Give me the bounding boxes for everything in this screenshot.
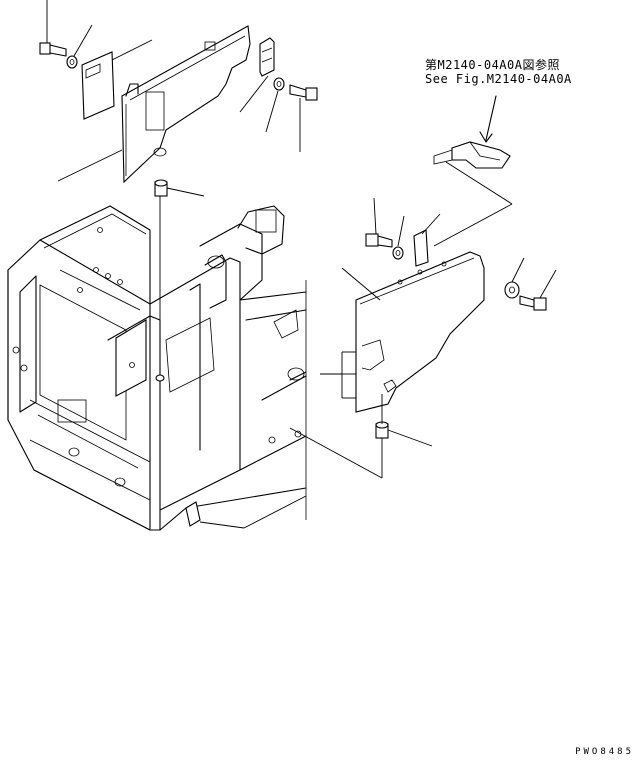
- referenced-bracket: [433, 95, 513, 247]
- bolt-cover-right: [519, 269, 557, 311]
- bolt-upper-right: [289, 84, 318, 152]
- large-cover-plate: [57, 25, 251, 184]
- upper-bracket: [239, 37, 275, 113]
- washer-upper-right: [265, 77, 285, 133]
- small-cover-plate: [81, 39, 153, 120]
- rubber-bushing-lower: [289, 394, 433, 479]
- reference-note-japanese: 第M2140-04A0A図参照: [425, 58, 560, 72]
- upper-cover-assembly: [39, 0, 318, 184]
- reference-note-english: See Fig.M2140-04A0A: [425, 72, 572, 86]
- cover-bracket: [413, 213, 441, 267]
- bolt-upper-left: [39, 0, 67, 57]
- side-cover-panel: [320, 251, 485, 413]
- washer-cover-left: [392, 215, 405, 260]
- washer-cover-right: [504, 257, 525, 299]
- drawing-code: PWO8485: [575, 747, 634, 757]
- washer-upper-left: [66, 24, 93, 69]
- main-frame: [7, 205, 307, 531]
- right-side-cover-assembly: [289, 95, 557, 479]
- bolt-cover-left: [365, 197, 393, 248]
